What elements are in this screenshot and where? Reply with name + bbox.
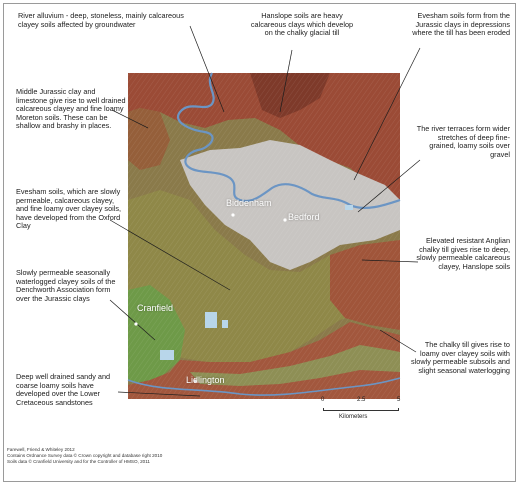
lake-2	[160, 350, 174, 360]
biddenham-dot	[231, 213, 235, 217]
cranfield-dot	[134, 322, 138, 326]
annotation-evesham-depressions: Evesham soils form from the Jurassic cla…	[412, 11, 510, 38]
lake-3	[222, 320, 228, 328]
annotation-river-alluvium: River alluvium - deep, stoneless, mainly…	[18, 11, 184, 29]
scale-tick-mid: 2.5	[357, 397, 366, 403]
leader-alluvium	[189, 25, 225, 113]
figure-frame	[3, 3, 516, 482]
scale-tick-0: 0	[321, 397, 325, 403]
river-south	[127, 377, 401, 396]
place-cranfield: Cranfield	[137, 303, 174, 313]
annotation-evesham-oxford: Evesham soils, which are slowly permeabl…	[16, 187, 122, 231]
river-ouse	[177, 72, 401, 209]
annotation-river-terraces: The river terraces form wider stretches …	[416, 124, 510, 159]
credit-line-1: Farewell, Friend & Whiteley 2012	[7, 447, 75, 452]
scale-bar: 0 2.5 5 Kilometers	[319, 396, 405, 426]
place-biddenham: Biddenham	[226, 198, 272, 208]
lidlington-dot	[193, 379, 197, 383]
place-lidlington: Lidlington	[186, 375, 225, 385]
annotation-denchworth: Slowly permeable seasonally waterlogged …	[16, 268, 116, 303]
annotation-anglian-till: Elevated resistant Anglian chalky till g…	[416, 236, 510, 271]
leader-lines	[109, 25, 421, 397]
lake-4	[345, 205, 353, 210]
place-bedford: Bedford	[288, 212, 320, 222]
credit-line-3: Soils data © Cranfield University and fo…	[7, 459, 150, 464]
annotation-middle-jurassic: Middle Jurassic clay and limestone give …	[16, 87, 126, 131]
bedford-dot	[283, 218, 287, 222]
credits: Farewell, Friend & Whiteley 2012 Contain…	[7, 447, 162, 465]
annotation-chalky-till: The chalky till gives rise to loamy over…	[411, 340, 510, 375]
annotation-hanslope-soils: Hanslope soils are heavy calcareous clay…	[250, 11, 354, 38]
scale-tick-end: 5	[397, 397, 401, 403]
annotation-lower-cretaceous: Deep well drained sandy and coarse loamy…	[16, 372, 111, 407]
scale-unit: Kilometers	[339, 414, 368, 420]
lake-1	[205, 312, 217, 328]
credit-line-2: Contains Ordnance Survey data © Crown co…	[7, 453, 163, 458]
scale-bar-line	[323, 408, 399, 411]
